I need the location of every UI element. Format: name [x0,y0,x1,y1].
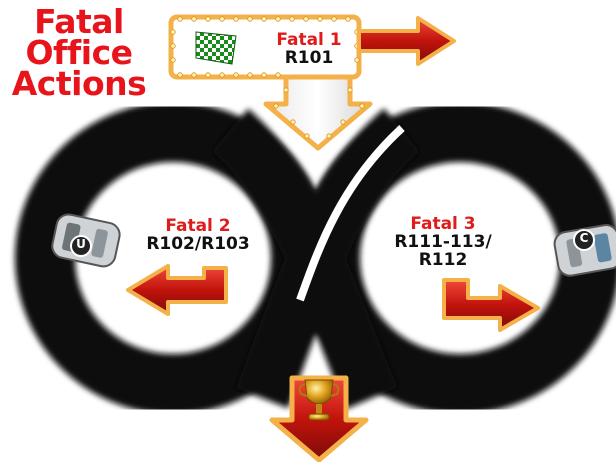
car-badge-circle [573,229,595,251]
title-line: Office [25,33,133,72]
stage-code: R101 [284,47,334,68]
stage-code: R112 [418,249,468,270]
stage-heading: Fatal 2 [165,216,231,236]
title-line: Fatal [34,2,124,41]
stage-heading: Fatal 3 [410,214,476,234]
car-badge-circle [70,235,92,257]
crossing-gap [296,125,405,302]
diagram-title: Fatal Office Actions [4,2,154,103]
trophy-cup-icon [298,379,340,421]
arrow-right-top [357,16,456,66]
checkered-flag-icon [195,31,237,65]
arrow-down-white [263,74,373,151]
stage-fatal-1: Fatal 1 R101 [264,30,354,68]
arrow-left-fatal-2 [126,264,228,316]
race-car-icon [553,224,616,277]
car-badge-u: U [76,237,86,251]
title-line: Actions [11,64,147,103]
car-badge-c: C [579,231,589,245]
stage-code: R102/R103 [146,233,250,254]
stage-fatal-3: Fatal 3 R111-113/ R112 [388,214,498,270]
stage-heading: Fatal 1 [276,30,342,50]
stage-code: R111-113/ [394,231,492,252]
arrow-right-fatal-3 [442,278,540,332]
stage-fatal-2: Fatal 2 R102/R103 [128,216,268,254]
